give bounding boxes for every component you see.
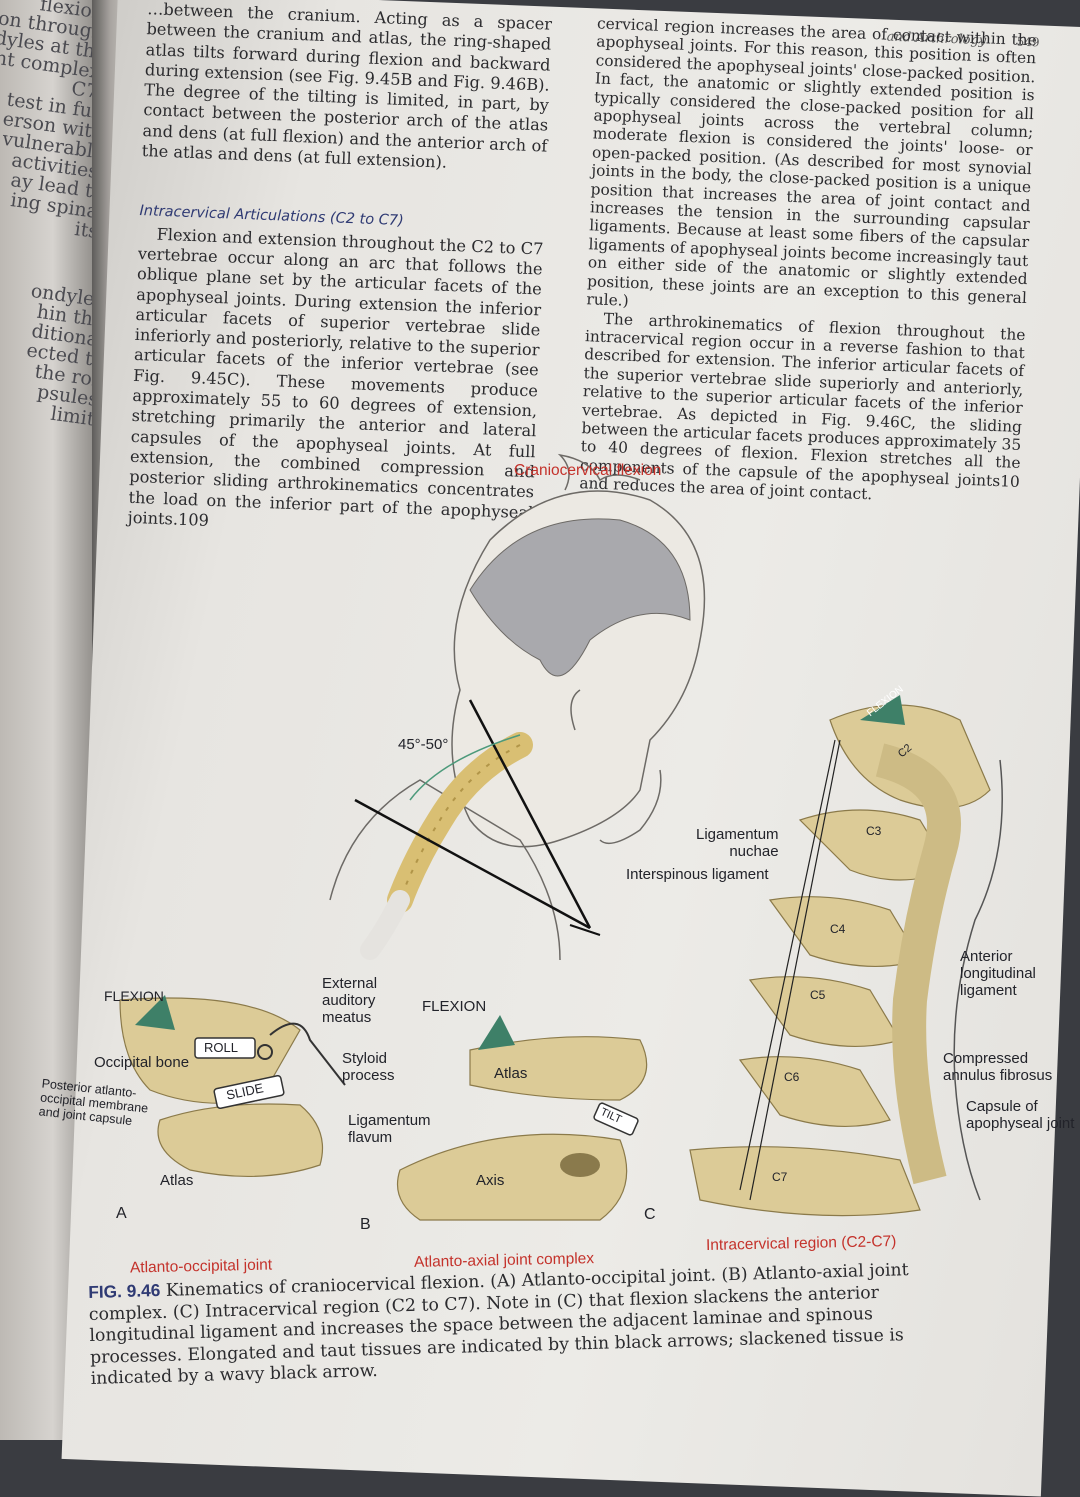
label-ligamentum-nuchae: Ligamentum nuchae bbox=[696, 826, 779, 860]
label-c7: C7 bbox=[772, 1170, 788, 1184]
label-styloid-process: Styloid process bbox=[342, 1050, 395, 1084]
label-flexion-b: FLEXION bbox=[422, 998, 487, 1015]
label-capsule: Capsule of apophyseal joint bbox=[966, 1098, 1075, 1132]
label-c6: C6 bbox=[784, 1070, 800, 1084]
label-c3: C3 bbox=[866, 824, 882, 838]
label-c4: C4 bbox=[830, 922, 846, 936]
label-atlas-a: Atlas bbox=[160, 1172, 194, 1189]
head-illustration bbox=[329, 453, 706, 961]
label-external-auditory-meatus: External auditory meatus bbox=[322, 975, 378, 1026]
caption-text: Kinematics of craniocervical flexion. (A… bbox=[88, 1260, 909, 1389]
panel-a-illustration bbox=[119, 995, 346, 1178]
figure-illustration bbox=[119, 453, 1003, 1221]
angle-label: 45°-50° bbox=[398, 736, 449, 753]
label-compressed-annulus: Compressed annulus fibrosus bbox=[943, 1050, 1053, 1084]
label-c5: C5 bbox=[810, 988, 826, 1002]
label-occipital-bone: Occipital bone bbox=[94, 1054, 190, 1071]
panel-label-c: C bbox=[644, 1206, 656, 1223]
label-axis: Axis bbox=[476, 1172, 505, 1189]
panel-title-a: Atlanto-occipital joint bbox=[129, 1256, 273, 1277]
panel-label-a: A bbox=[116, 1205, 127, 1222]
label-anterior-longitudinal-ligament: Anterior longitudinal ligament bbox=[960, 948, 1036, 999]
panel-b-illustration bbox=[396, 1015, 648, 1221]
figure-9-46: Craniocervical flexion 45°-50° Ligamentu… bbox=[38, 453, 1075, 1277]
panel-label-b: B bbox=[360, 1216, 371, 1233]
label-flexion-a: FLEXION bbox=[104, 988, 164, 1004]
figure-title: Craniocervical flexion bbox=[514, 462, 662, 479]
label-interspinous-ligament: Interspinous ligament bbox=[626, 866, 769, 883]
label-ligamentum-flavum: Ligamentum flavum bbox=[348, 1112, 431, 1146]
label-roll: ROLL bbox=[204, 1040, 238, 1055]
figure-number: FIG. 9.46 bbox=[88, 1279, 161, 1302]
label-atlas-b: Atlas bbox=[494, 1065, 528, 1082]
panel-c-illustration bbox=[689, 695, 1003, 1217]
